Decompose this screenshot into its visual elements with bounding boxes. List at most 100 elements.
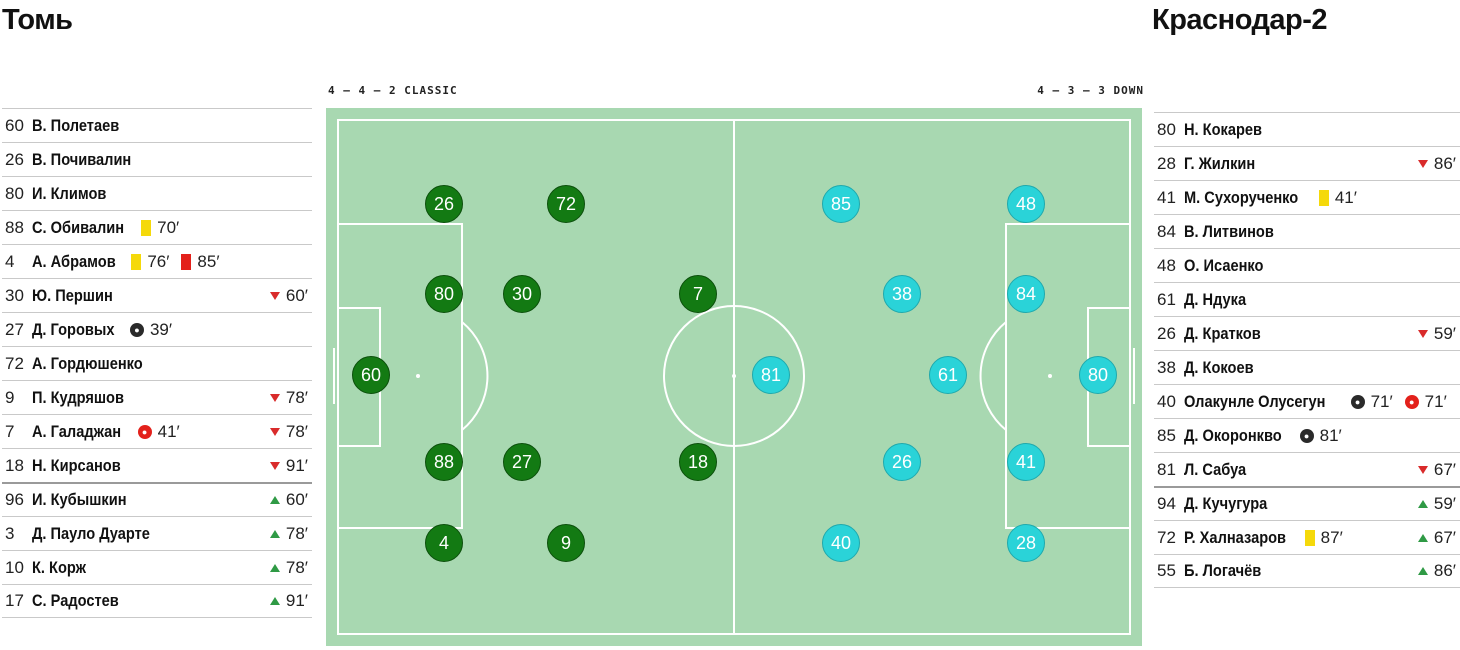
away-player-marker[interactable]: 84 [1007,275,1045,313]
match-event: 41′ [1318,187,1357,208]
ball-icon: ● [129,322,144,337]
home-player-marker[interactable]: 7 [679,275,717,313]
player-name: Д. Пауло Дуарте [32,523,150,543]
player-number: 55 [1157,561,1176,580]
home-player-marker[interactable]: 72 [547,185,585,223]
player-name: Д. Кратков [1184,323,1261,343]
away-player-marker[interactable]: 48 [1007,185,1045,223]
substitution-minute: 67′ [1433,459,1456,479]
substitution: 59′ [1417,324,1456,344]
player-name: В. Почивалин [32,149,132,169]
substitution: 91′ [269,591,308,611]
home-player-marker[interactable]: 9 [547,524,585,562]
event-minute: 39′ [149,319,173,339]
match-event: 87′ [1304,528,1343,548]
player-number: 30 [5,285,24,305]
player-name: О. Исаенко [1184,255,1264,275]
event-minute: 41′ [157,421,180,441]
right-penalty-spot [1048,374,1052,378]
triangle-down-icon [269,291,280,300]
player-name: Б. Логачёв [1184,561,1262,580]
substitution: 60′ [269,286,308,306]
away-player-marker[interactable]: 38 [883,275,921,313]
player-name: А. Галаджан [32,421,122,441]
substitution: 78′ [269,524,308,544]
match-event: ●81′ [1299,426,1342,446]
match-event: ●71′ [1350,392,1393,412]
away-player-marker[interactable]: 28 [1007,524,1045,562]
home-player-marker[interactable]: 26 [425,185,463,223]
home-player-marker[interactable]: 88 [425,443,463,481]
right-penalty-arc [979,321,1007,431]
triangle-down-icon [269,427,280,436]
player-row[interactable]: 30 Ю. Першин 60′ [2,278,312,312]
home-formation-label: 4 – 4 – 2 CLASSIC [328,84,458,97]
away-player-marker[interactable]: 80 [1079,356,1117,394]
home-player-marker[interactable]: 4 [425,524,463,562]
home-player-marker[interactable]: 80 [425,275,463,313]
triangle-down-icon [269,393,280,402]
away-player-marker[interactable]: 85 [822,185,860,223]
away-player-marker[interactable]: 40 [822,524,860,562]
substitution: 91′ [269,456,308,476]
player-number: 85 [1157,425,1176,445]
player-number: 61 [1157,289,1176,309]
away-player-marker[interactable]: 81 [752,356,790,394]
home-team-title: Томь [2,4,73,36]
away-player-marker[interactable]: 41 [1007,443,1045,481]
match-event: ●41′ [137,421,180,442]
pitch-markings [333,119,1135,635]
player-number: 38 [1157,357,1176,377]
home-player-marker[interactable]: 27 [503,443,541,481]
player-number: 40 [1157,391,1176,411]
home-player-marker[interactable]: 60 [352,356,390,394]
left-penalty-arc [461,321,489,431]
match-event: 76′ [131,252,169,272]
player-name: Ю. Першин [32,285,113,305]
player-name: П. Кудряшов [32,387,124,407]
yellow-card-icon [131,253,142,270]
player-number: 81 [1157,459,1176,479]
substitution: 67′ [1417,459,1456,480]
event-minute: 41′ [1334,187,1357,207]
substitution: 86′ [1417,154,1456,174]
away-player-marker[interactable]: 26 [883,443,921,481]
event-minute: 71′ [1424,391,1447,411]
own-goal-ball-icon: ● [1404,394,1419,409]
away-player-marker[interactable]: 61 [929,356,967,394]
home-player-marker[interactable]: 18 [679,443,717,481]
ball-icon: ● [1299,428,1314,443]
away-team-title: Краснодар-2 [1152,4,1328,36]
event-minute: 70′ [157,217,180,237]
home-player-marker[interactable]: 30 [503,275,541,313]
